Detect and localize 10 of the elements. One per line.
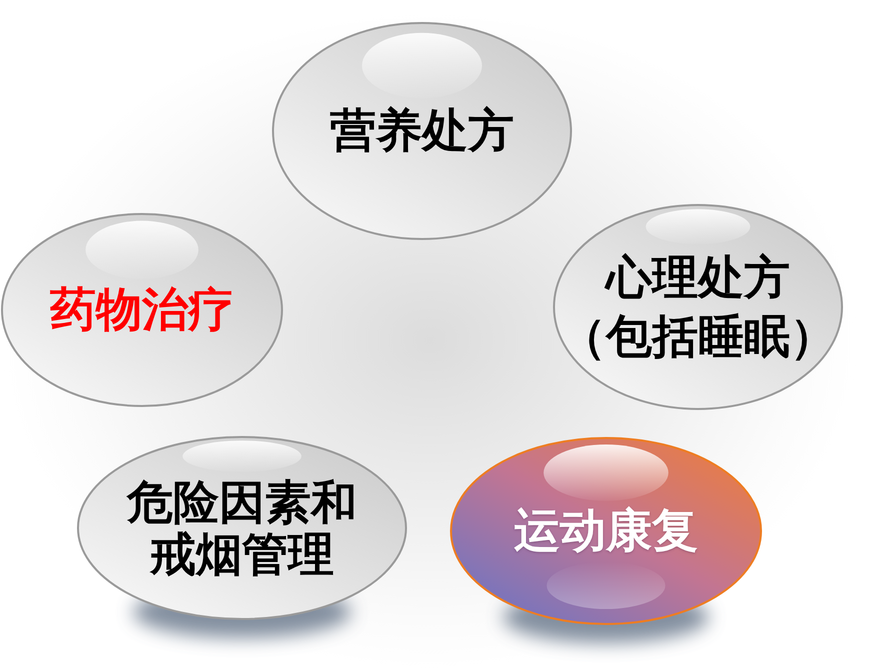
bubble-label: 危险因素和戒烟管理 (126, 476, 358, 580)
ellipse-bubble (77, 436, 407, 620)
ellipse-bubble (272, 22, 572, 240)
bubble-label: 心理处方（包括睡眠） (558, 249, 837, 365)
bubble-label: 营养处方 (329, 103, 515, 159)
bubble-label: 药物治疗 (49, 282, 235, 338)
ellipse-bubble (450, 437, 762, 625)
ellipse-bubble (553, 204, 843, 410)
ellipse-bubble (1, 213, 283, 407)
bubble-label: 运动康复 (513, 503, 699, 559)
